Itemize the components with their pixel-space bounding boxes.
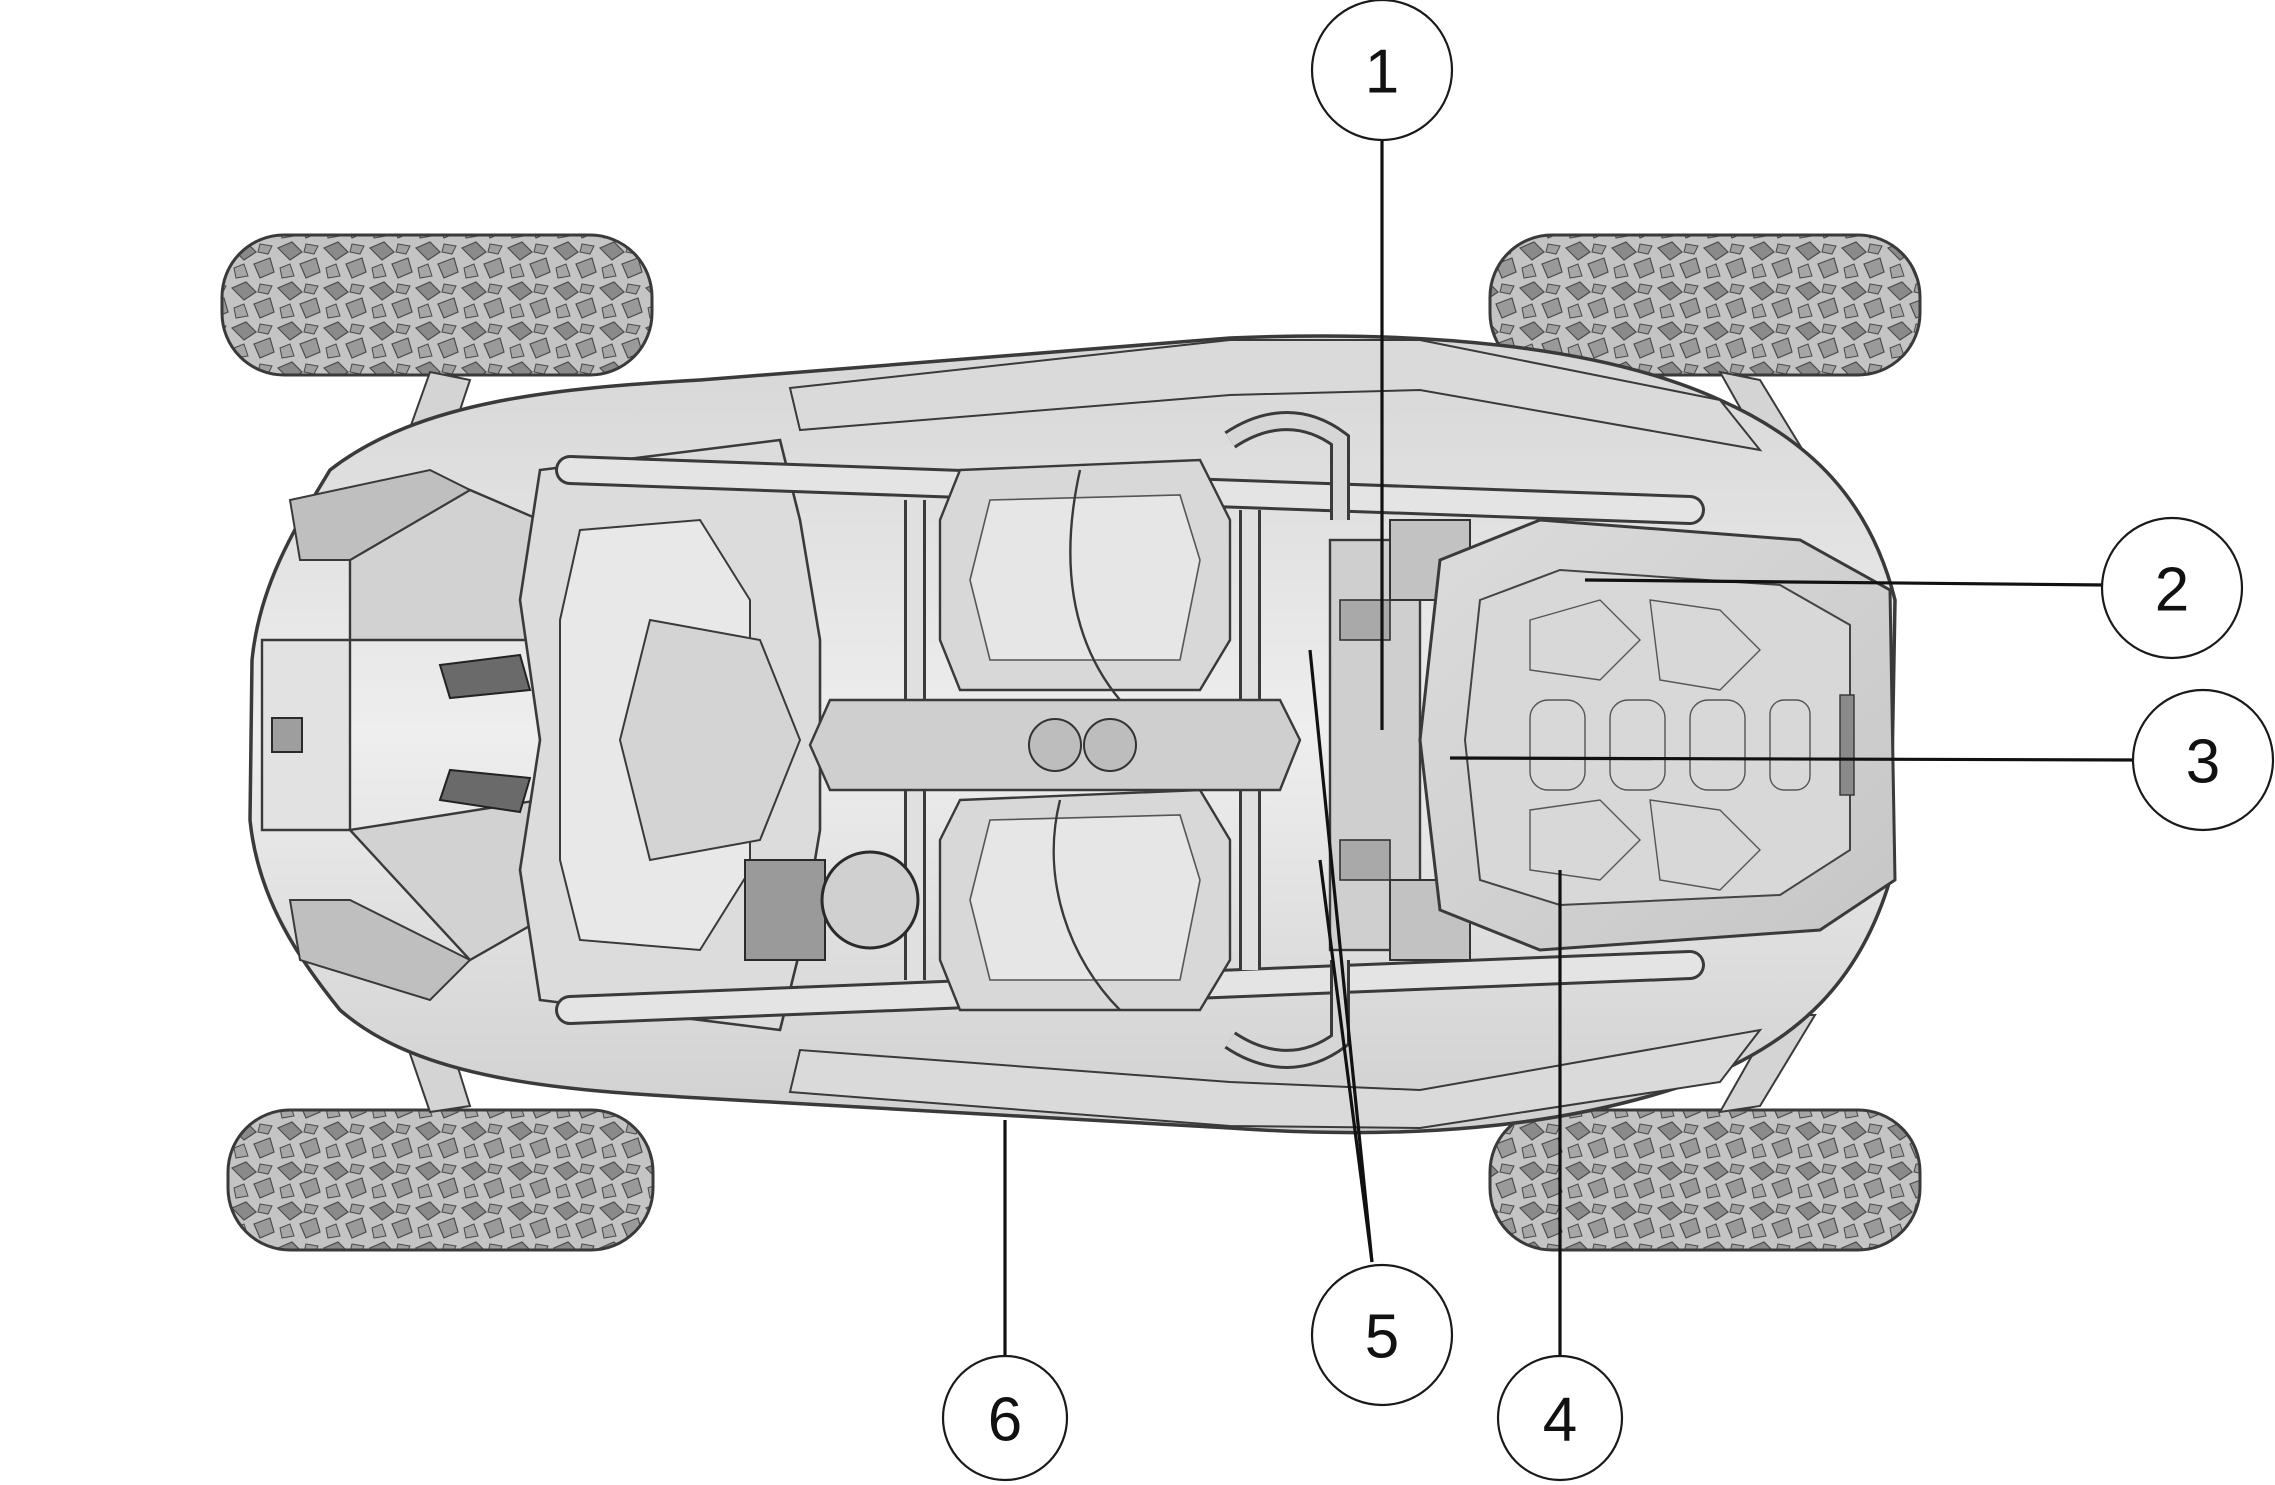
- leader-5a: [1308, 649, 1374, 1263]
- tire-rear-right: [1488, 1108, 1922, 1252]
- seat-left: [938, 458, 1232, 701]
- callout-3-label: 3: [2186, 728, 2220, 797]
- center-console: [808, 698, 1302, 792]
- leader-2: [1584, 578, 2106, 587]
- callout-1: 1: [1310, 0, 1454, 142]
- callout-6: 6: [941, 1354, 1069, 1482]
- steering-assembly: [744, 850, 920, 961]
- seat-right: [938, 788, 1232, 1012]
- exhaust-pipes: [1224, 411, 1350, 1069]
- tire-front-left: [220, 233, 654, 377]
- leader-3: [1449, 756, 2136, 762]
- engine-bay: [1328, 519, 1471, 961]
- callout-4: 4: [1496, 1354, 1624, 1482]
- leader-5b: [1318, 859, 1374, 1263]
- front-nose: [260, 438, 822, 1032]
- rear-skid-plate: [1418, 518, 1897, 952]
- tire-front-right: [226, 1108, 655, 1252]
- callout-2: 2: [2100, 516, 2244, 660]
- tire-rear-left: [1488, 233, 1922, 377]
- leader-lines: [1003, 138, 2136, 1358]
- callout-2-label: 2: [2155, 556, 2189, 625]
- callout-3: 3: [2131, 688, 2275, 832]
- callout-1-label: 1: [1365, 38, 1399, 107]
- callout-5: 5: [1310, 1263, 1454, 1407]
- callout-6-label: 6: [988, 1386, 1022, 1455]
- callout-4-label: 4: [1543, 1386, 1577, 1455]
- callout-5-label: 5: [1365, 1303, 1399, 1372]
